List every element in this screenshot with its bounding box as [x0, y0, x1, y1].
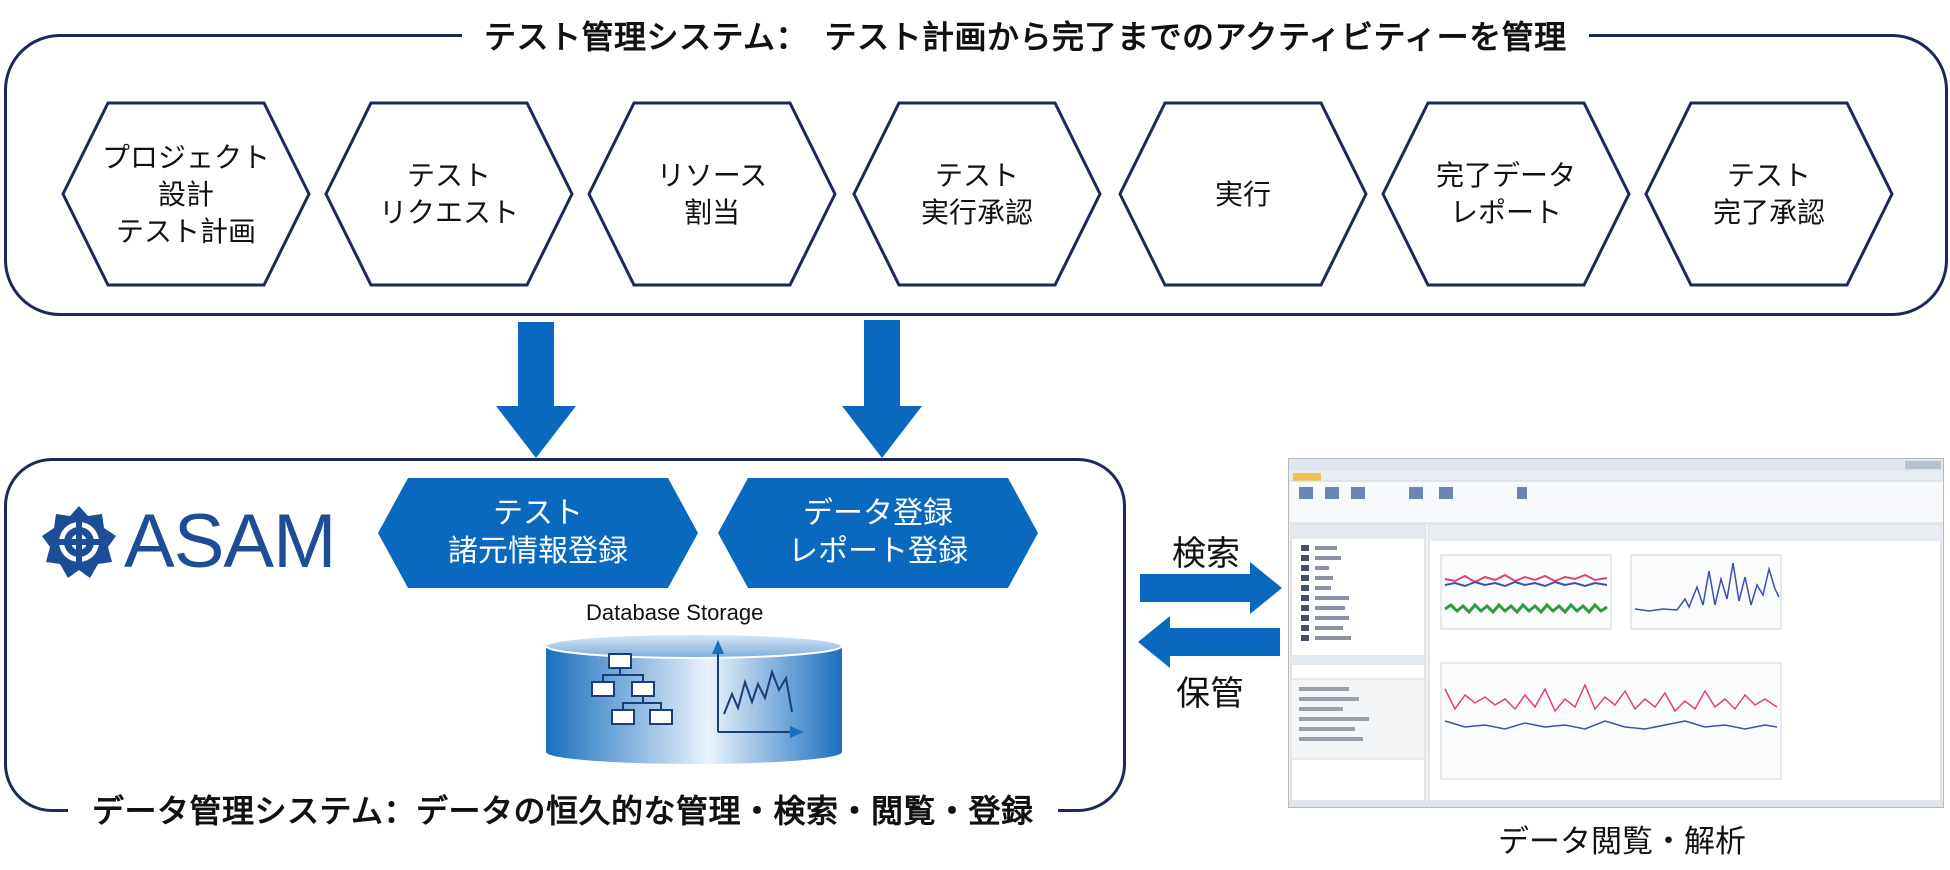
down-arrow-icon	[496, 322, 576, 458]
asam-logo-text: ASAM	[124, 499, 336, 584]
plot2-series	[1634, 562, 1780, 612]
registration-action: テスト 諸元情報登録	[378, 478, 698, 588]
analysis-software-screenshot	[1288, 458, 1944, 808]
process-step: プロジェクト 設計 テスト計画	[60, 100, 312, 288]
plot1-series-c	[1444, 602, 1608, 615]
search-label: 検索	[1172, 534, 1240, 574]
store-label: 保管	[1176, 674, 1244, 714]
hexagon-shape	[61, 101, 311, 287]
data-management-title: データ管理システム：データの恒久的な管理・検索・閲覧・登録	[68, 786, 1058, 832]
process-step-label: テスト リクエスト	[378, 159, 519, 229]
process-step-label: リソース 割当	[656, 159, 768, 229]
process-step-label: テスト 実行承認	[920, 159, 1033, 229]
plot3-series-b	[1444, 720, 1778, 730]
database-storage-icon	[545, 633, 843, 764]
hierarchy-icon	[591, 653, 673, 725]
blue-hexagon-shape	[378, 478, 698, 588]
plot1-series-a	[1444, 573, 1608, 584]
process-step: 実行	[1117, 100, 1369, 288]
asam-logo: ASAM	[40, 499, 340, 584]
down-arrow-icon	[842, 320, 922, 458]
plot3-series-a	[1444, 683, 1778, 713]
hexagon-shape	[852, 101, 1102, 287]
left-arrow-icon	[1138, 616, 1280, 668]
process-step-label: 実行	[1214, 177, 1271, 211]
registration-action-label: テスト 諸元情報登録	[448, 496, 628, 569]
hexagon-shape	[1118, 101, 1368, 287]
registration-action-label: データ登録 レポート登録	[788, 496, 968, 569]
hexagon-shape	[587, 101, 837, 287]
hexagon-shape	[324, 101, 574, 287]
process-step-label: 完了データ レポート	[1435, 159, 1576, 229]
process-step: テスト リクエスト	[323, 100, 575, 288]
process-step: 完了データ レポート	[1380, 100, 1632, 288]
analysis-software-image	[1289, 459, 1943, 807]
blue-hexagon-shape	[718, 478, 1038, 588]
viewer-caption: データ閲覧・解析	[1498, 824, 1746, 860]
registration-action: データ登録 レポート登録	[718, 478, 1038, 588]
line-chart-icon	[712, 640, 804, 738]
right-arrow-icon	[1140, 562, 1282, 614]
process-step: リソース 割当	[586, 100, 838, 288]
hexagon-shape	[1381, 101, 1631, 287]
process-step: テスト 完了承認	[1643, 100, 1895, 288]
test-management-title: テスト管理システム： テスト計画から完了までのアクティビティーを管理	[462, 12, 1589, 58]
storage-label: Database Storage	[586, 600, 764, 625]
process-step-label: プロジェクト 設計 テスト計画	[101, 140, 270, 248]
process-step: テスト 実行承認	[851, 100, 1103, 288]
asam-emblem-icon	[42, 506, 116, 578]
hexagon-shape	[1644, 101, 1894, 287]
process-step-label: テスト 完了承認	[1712, 159, 1825, 229]
plot1-series-b	[1444, 580, 1608, 588]
